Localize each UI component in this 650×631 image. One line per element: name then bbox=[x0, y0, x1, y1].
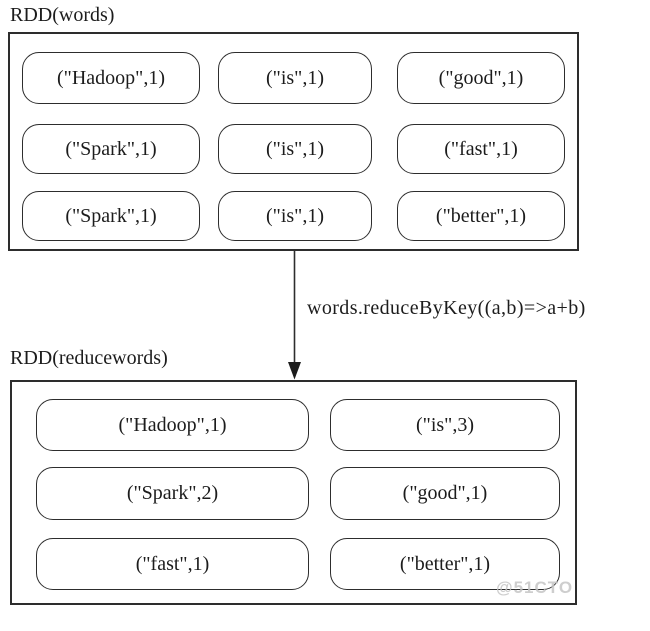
watermark: @51CTO bbox=[496, 578, 574, 597]
rdd-pair-cell: ("is",1) bbox=[218, 191, 372, 241]
rdd-pair-cell: ("is",1) bbox=[218, 52, 372, 104]
rdd-reducewords-label: RDD(reducewords) bbox=[10, 347, 168, 369]
down-arrow-icon bbox=[288, 251, 301, 380]
rdd-pair-cell: ("is",1) bbox=[218, 124, 372, 174]
reduce-by-key-label: words.reduceByKey((a,b)=>a+b) bbox=[307, 297, 586, 319]
rdd-pair-cell: ("Spark",1) bbox=[22, 191, 200, 241]
rdd-pair-cell: ("Hadoop",1) bbox=[36, 399, 309, 451]
rdd-words-box: ("Hadoop",1) ("is",1) ("good",1) ("Spark… bbox=[8, 32, 579, 251]
rdd-pair-cell: ("fast",1) bbox=[397, 124, 565, 174]
rdd-pair-cell: ("good",1) bbox=[397, 52, 565, 104]
rdd-pair-cell: ("good",1) bbox=[330, 467, 560, 520]
rdd-pair-cell: ("Spark",2) bbox=[36, 467, 309, 520]
rdd-pair-cell: ("fast",1) bbox=[36, 538, 309, 590]
rdd-pair-cell: ("better",1) bbox=[397, 191, 565, 241]
rdd-reducewords-box: ("Hadoop",1) ("is",3) ("Spark",2) ("good… bbox=[10, 380, 577, 605]
rdd-pair-cell: ("is",3) bbox=[330, 399, 560, 451]
rdd-words-label: RDD(words) bbox=[10, 4, 115, 26]
rdd-pair-cell: ("Spark",1) bbox=[22, 124, 200, 174]
rdd-pair-cell: ("Hadoop",1) bbox=[22, 52, 200, 104]
rdd-pair-cell: ("better",1) bbox=[330, 538, 560, 590]
